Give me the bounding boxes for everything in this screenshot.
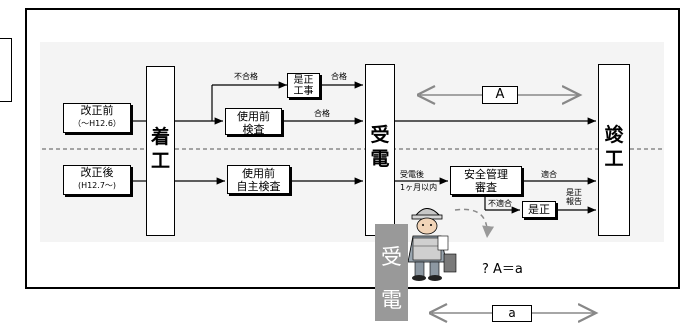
after-title: 改正後 bbox=[80, 166, 114, 179]
correction-work-line1: 是正 bbox=[293, 75, 314, 86]
before-period: （〜H12.6） bbox=[73, 119, 121, 128]
before-title: 改正前 bbox=[80, 104, 114, 117]
interval-a-label: A bbox=[495, 87, 505, 102]
power-receipt-overlay-char2: 電 bbox=[381, 288, 402, 312]
interval-a-box: A bbox=[482, 86, 518, 104]
self-inspection-line1: 使用前 bbox=[242, 167, 275, 180]
adjacent-slide-edge bbox=[0, 38, 12, 102]
after-label-box: 改正後 (H12.7〜) bbox=[63, 165, 131, 195]
correction-label: 是正 bbox=[528, 203, 550, 216]
diagram-panel bbox=[40, 42, 664, 242]
safety-review-box: 安全管理 審査 bbox=[450, 166, 522, 195]
power-receipt-box: 受電 bbox=[365, 64, 395, 236]
correction-report-line1: 是正 bbox=[566, 188, 582, 197]
interval-a-small-label: a bbox=[508, 306, 516, 320]
correction-box: 是正 bbox=[522, 201, 556, 218]
after-period: (H12.7〜) bbox=[77, 181, 117, 190]
correction-work-line2: 工事 bbox=[293, 86, 314, 97]
power-receipt-overlay bbox=[375, 224, 408, 321]
safety-review-line2: 審査 bbox=[475, 181, 497, 194]
completion-box: 竣工 bbox=[598, 64, 630, 236]
correction-report-line2: 報告 bbox=[566, 197, 582, 206]
pass-label-2: 合格 bbox=[314, 109, 330, 118]
self-inspection-box: 使用前 自主検査 bbox=[227, 165, 290, 194]
self-inspection-line2: 自主検査 bbox=[236, 180, 281, 193]
correction-work-box: 是正 工事 bbox=[287, 73, 320, 98]
safety-review-line1: 安全管理 bbox=[464, 168, 508, 181]
inspection-line1: 使用前 bbox=[237, 110, 270, 123]
completion-label: 竣工 bbox=[604, 124, 624, 170]
start-label: 着工 bbox=[150, 126, 170, 172]
after-receipt-line1: 受電後 bbox=[400, 170, 424, 179]
unsuitable-label: 不適合 bbox=[488, 199, 512, 208]
pass-label-1: 合格 bbox=[331, 72, 347, 81]
fail-label: 不合格 bbox=[234, 72, 258, 81]
after-receipt-line2: 1ヶ月以内 bbox=[400, 183, 438, 192]
start-box: 着工 bbox=[146, 66, 175, 236]
power-receipt-label: 受電 bbox=[370, 124, 390, 170]
before-label-box: 改正前 （〜H12.6） bbox=[63, 103, 131, 133]
after-receipt-label: 受電後 1ヶ月以内 bbox=[400, 168, 437, 194]
interval-a-small-box: a bbox=[492, 305, 532, 322]
power-receipt-overlay-char1: 受 bbox=[381, 245, 402, 269]
correction-report-label: 是正 報告 bbox=[566, 188, 582, 206]
inspection-line2: 検査 bbox=[242, 123, 265, 136]
suitable-label: 適合 bbox=[541, 170, 557, 179]
question-text: ? A＝a bbox=[482, 262, 523, 277]
inspection-box: 使用前 検査 bbox=[225, 108, 282, 136]
